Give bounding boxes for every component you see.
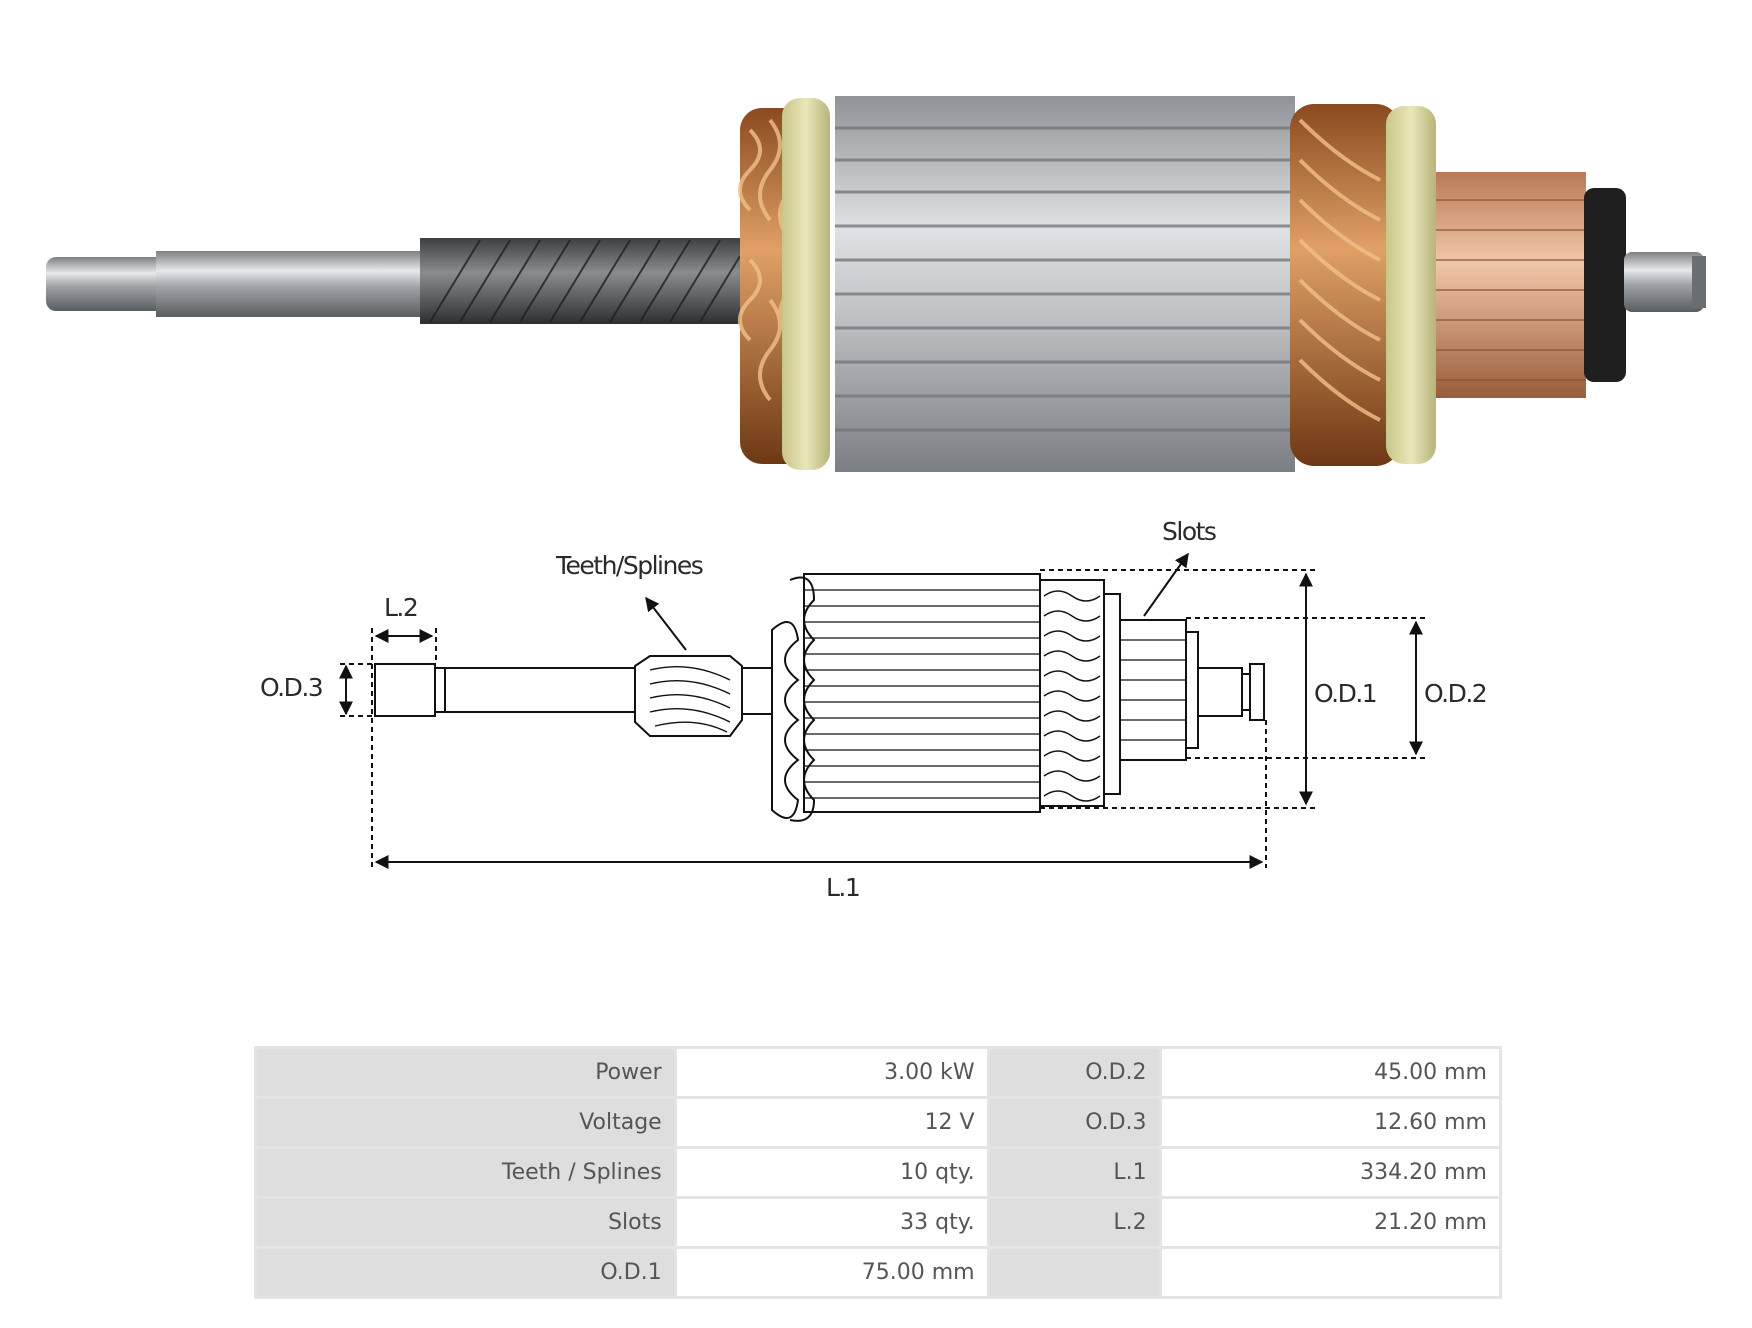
label-od1: O.D.1 [1314,679,1376,708]
spec-label: Slots [257,1199,674,1246]
insulator-ring-left [782,98,830,470]
spec-value: 75.00 mm [676,1249,987,1296]
label-l2: L.2 [384,593,417,622]
label-l1: L.1 [826,873,859,902]
spec-label: Power [257,1049,674,1096]
spec-label: O.D.1 [257,1249,674,1296]
armature-photo [46,96,1706,472]
label-slots: Slots [1162,517,1216,546]
spec-table: Power 3.00 kW O.D.2 45.00 mm Voltage 12 … [254,1046,1502,1299]
spec-label: Voltage [257,1099,674,1146]
spec-value: 10 qty. [676,1149,987,1196]
spec-label [989,1249,1159,1296]
insulator-ring-right [1386,106,1436,464]
spec-value [1161,1249,1499,1296]
shaft-left [46,251,426,317]
winding-right [1290,104,1400,466]
table-row: Power 3.00 kW O.D.2 45.00 mm [257,1049,1499,1096]
dimension-arrows [339,552,1423,869]
armature-outline [374,573,1265,822]
label-od3: O.D.3 [260,673,322,702]
table-row: Slots 33 qty. L.2 21.20 mm [257,1199,1499,1246]
table-row: O.D.1 75.00 mm [257,1249,1499,1296]
commutator [1436,172,1626,398]
technical-drawing: Teeth/Splines Slots L.2 O.D.3 O.D.1 O.D.… [260,517,1488,902]
spec-label: O.D.3 [989,1099,1159,1146]
spline-gear [420,238,741,324]
spec-label: L.2 [989,1199,1159,1246]
spec-value: 12.60 mm [1161,1099,1499,1146]
spec-value: 45.00 mm [1161,1049,1499,1096]
spec-value: 21.20 mm [1161,1199,1499,1246]
spec-value: 33 qty. [676,1199,987,1246]
spec-label: Teeth / Splines [257,1149,674,1196]
spec-label: O.D.2 [989,1049,1159,1096]
spec-value: 334.20 mm [1161,1149,1499,1196]
shaft-right [1624,252,1706,312]
label-teeth-splines: Teeth/Splines [555,551,703,580]
armature-core [835,96,1295,472]
label-od2: O.D.2 [1424,679,1486,708]
spec-value: 3.00 kW [676,1049,987,1096]
spec-label: L.1 [989,1149,1159,1196]
table-row: Voltage 12 V O.D.3 12.60 mm [257,1099,1499,1146]
table-row: Teeth / Splines 10 qty. L.1 334.20 mm [257,1149,1499,1196]
spec-value: 12 V [676,1099,987,1146]
